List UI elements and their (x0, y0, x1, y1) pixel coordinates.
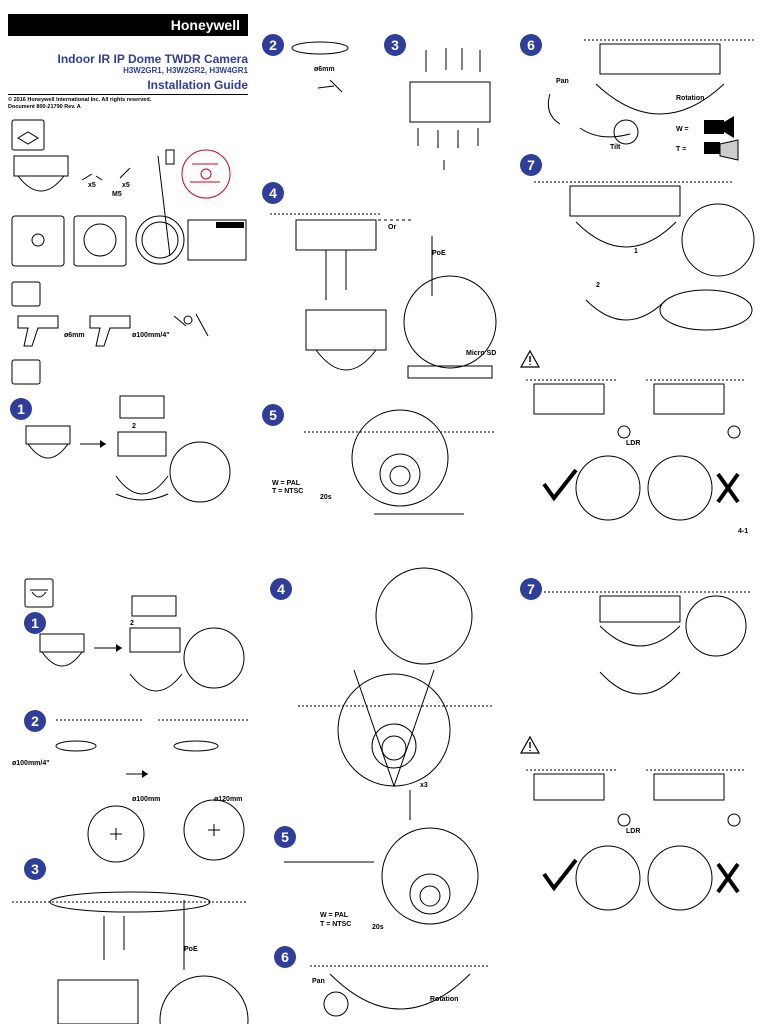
step-1-illustration (25, 395, 231, 503)
box-icon (11, 119, 45, 151)
step-7-badge: 7 (520, 154, 542, 176)
step-6-badge: 6 (520, 34, 542, 56)
poe-label: PoE (432, 250, 446, 257)
pal-label-top: W = PAL (272, 480, 301, 487)
hole-saw-b-label: ø100mm/4" (12, 760, 50, 767)
model-numbers: H3W2GR1, H3W2GR2, H3W4GR1 (123, 66, 248, 75)
document-number: Document 800-21790 Rev. A (8, 104, 81, 110)
ntsc-label-b: T = NTSC (320, 921, 352, 928)
honeywell-logo: Honeywell (8, 14, 248, 36)
w-equals: W = (676, 126, 689, 133)
check-icon-b (542, 858, 578, 892)
step-5-illustration (304, 409, 494, 515)
page-number: 4-1 (738, 528, 749, 535)
step-3-badge: 3 (384, 34, 406, 56)
ceiling-mount-icon (24, 578, 54, 608)
header-divider (8, 94, 248, 95)
step-7-num-1: 1 (634, 248, 638, 255)
ldr-label-top: LDR (626, 440, 641, 447)
step-2-illustration (291, 41, 349, 93)
step-7b-badge: 7 (520, 578, 542, 600)
ldr-comparison-top (526, 379, 746, 521)
screw-quantity: x5 (88, 182, 96, 189)
step-7-illustration (534, 181, 755, 331)
x3-label: x3 (420, 782, 428, 789)
rotation-label-b: Rotation (430, 996, 459, 1003)
cross-icon (716, 472, 740, 504)
step-1-badge: 1 (10, 398, 32, 420)
copyright-block: © 2016 Honeywell International Inc. All … (8, 97, 151, 111)
step-5-badge: 5 (262, 404, 284, 426)
step-6b-illustration (310, 965, 490, 1017)
step-2b-illustration (55, 719, 248, 863)
package-contents-illustration (11, 119, 247, 385)
poe-label-b: PoE (184, 946, 198, 953)
bolt-quantity: x5 (122, 182, 130, 189)
t-equals: T = (676, 146, 687, 153)
pal-label-b: W = PAL (320, 912, 349, 919)
step-1b-badge: 1 (24, 612, 46, 634)
copyright-text: © 2016 Honeywell International Inc. All … (8, 97, 152, 103)
ntsc-label-top: T = NTSC (272, 488, 304, 495)
step-3b-badge: 3 (24, 858, 46, 880)
step-4b-illustration (298, 567, 494, 820)
step-4-badge: 4 (262, 182, 284, 204)
hold-20s-top: 20s (320, 494, 332, 501)
check-icon (542, 468, 578, 502)
tilt-label-top: Tilt (610, 144, 621, 151)
rotation-label-top: Rotation (676, 95, 705, 102)
step-2-badge: 2 (262, 34, 284, 56)
step-4-illustration (270, 213, 497, 379)
drill-6mm-label: ø6mm (314, 66, 335, 73)
step-5b-badge: 5 (274, 826, 296, 848)
step-7b-illustration (544, 591, 750, 695)
step-3-illustration (409, 48, 491, 170)
step-3b-illustration (12, 891, 249, 1024)
hold-20s-b: 20s (372, 924, 384, 931)
step-5b-illustration (284, 827, 479, 925)
warning-icon-b (519, 735, 541, 754)
microsd-label: Micro SD (466, 350, 497, 357)
guide-subtitle: Installation Guide (147, 78, 248, 92)
cross-icon-b (716, 862, 740, 894)
warning-icon (519, 349, 541, 368)
ldr-label-b: LDR (626, 828, 641, 835)
step-2b-badge: 2 (24, 710, 46, 732)
arrow-number-2-b: 2 (130, 620, 134, 627)
ldr-comparison-bottom (526, 769, 746, 911)
step-6b-badge: 6 (274, 946, 296, 968)
step-7-num-2: 2 (596, 282, 600, 289)
hole-100mm-label: ø100mm (132, 796, 161, 803)
pan-label-b: Pan (312, 978, 325, 985)
or-label: Or (388, 224, 397, 231)
product-title: Indoor IR IP Dome TWDR Camera (57, 52, 248, 66)
step-4b-badge: 4 (270, 578, 292, 600)
hole-120mm-label: ø120mm (214, 796, 243, 803)
pan-label-top: Pan (556, 78, 569, 85)
bolt-size: M5 (112, 191, 122, 198)
step-1b-illustration (39, 595, 245, 692)
step-6-illustration (547, 39, 754, 161)
arrow-number-2: 2 (132, 423, 136, 430)
hole-saw-100mm: ø100mm/4" (132, 332, 170, 339)
drill-bit-6mm: ø6mm (64, 332, 85, 339)
